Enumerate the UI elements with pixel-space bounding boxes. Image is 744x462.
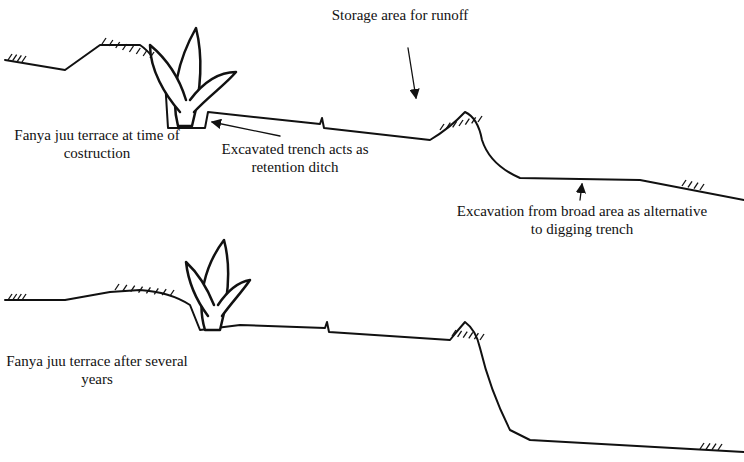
callout-label: Excavated trench acts as retention ditch: [215, 140, 375, 176]
grass-stroke: [150, 52, 154, 58]
grass-stroke: [146, 287, 150, 293]
grass-stroke: [688, 181, 692, 187]
grass-stroke: [17, 55, 21, 61]
grass-stroke: [718, 444, 722, 450]
grass-stroke: [706, 443, 710, 449]
grass-stroke: [480, 334, 484, 340]
grass-stroke: [170, 290, 174, 296]
grass-stroke: [8, 294, 12, 300]
grass-stroke: [123, 285, 127, 291]
grass-stroke: [700, 443, 704, 449]
grass-stroke: [116, 42, 120, 48]
grass-stroke: [446, 123, 450, 129]
grass-stroke: [440, 124, 444, 130]
grass-stroke: [22, 56, 26, 62]
grass-stroke: [131, 286, 135, 292]
grass-stroke: [700, 184, 704, 190]
grass-stroke: [115, 284, 119, 290]
grass-stroke: [469, 332, 473, 338]
grass-stroke: [712, 444, 716, 450]
grass-stroke: [139, 287, 143, 293]
grass-stroke: [478, 116, 482, 122]
grass-stroke: [472, 117, 476, 123]
callout-label: Fanya juu terrace at time of costruction: [2, 126, 192, 162]
grass-stroke: [8, 54, 12, 60]
grass-stroke: [452, 330, 456, 336]
grass-stroke: [109, 40, 113, 46]
grass-stroke: [453, 121, 457, 127]
grass-stroke: [459, 120, 463, 126]
grass-stroke: [458, 331, 462, 337]
ground-profile: [5, 290, 744, 452]
callout-label: Fanya juu terrace after several years: [2, 352, 192, 388]
grass-marks: [8, 38, 722, 450]
grass-stroke: [465, 119, 469, 125]
callout-label: Storage area for runoff: [330, 6, 470, 24]
grass-stroke: [162, 289, 166, 295]
grass-stroke: [102, 38, 106, 44]
callout-label: Excavation from broad area as alternativ…: [452, 202, 712, 238]
grass-stroke: [682, 180, 686, 186]
grass-stroke: [13, 55, 17, 61]
grass-stroke: [154, 288, 158, 294]
grass-stroke: [143, 50, 147, 56]
grass-stroke: [17, 294, 21, 300]
ground-profile: [5, 45, 744, 200]
leader-arrow: [580, 184, 582, 200]
grass-stroke: [129, 46, 133, 52]
grass-stroke: [474, 333, 478, 339]
leader-arrow: [408, 48, 416, 98]
grass-stroke: [136, 48, 140, 54]
grass-stroke: [694, 183, 698, 189]
leader-arrow: [212, 122, 280, 136]
grass-stroke: [22, 294, 26, 300]
grass-stroke: [123, 44, 127, 50]
grass-stroke: [13, 294, 17, 300]
grass-stroke: [463, 332, 467, 338]
